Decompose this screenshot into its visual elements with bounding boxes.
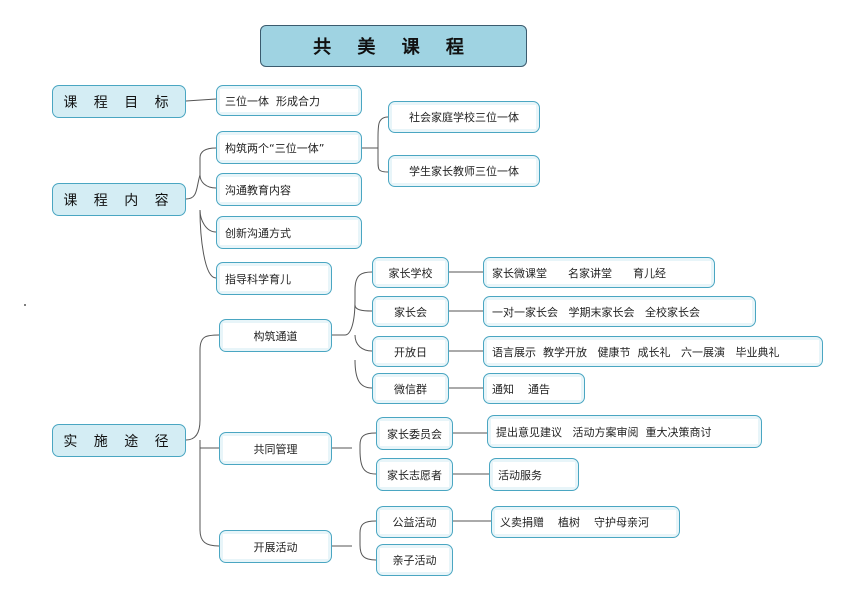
channel-item: 家长会 (372, 296, 449, 327)
content-item: 创新沟通方式 (216, 216, 362, 249)
activity-item: 公益活动 (376, 506, 453, 538)
channel-item-label: 开放日 (376, 340, 445, 363)
channel-detail-text: 家长微课堂 名家讲堂 育儿经 (487, 261, 711, 284)
activity-item-label: 公益活动 (380, 510, 449, 534)
channel-item-label: 家长会 (376, 300, 445, 323)
implementation-management: 共同管理 (219, 432, 332, 465)
channel-detail: 一对一家长会 学期末家长会 全校家长会 (483, 296, 756, 327)
goal-item: 三位一体 形成合力 (216, 85, 362, 116)
goal-item-label: 三位一体 形成合力 (220, 89, 358, 112)
channel-item-label: 微信群 (376, 377, 445, 400)
management-item: 家长委员会 (376, 417, 453, 450)
category-goal: 课 程 目 标 (52, 85, 186, 118)
activity-item: 亲子活动 (376, 544, 453, 576)
content-sub-item: 学生家长教师三位一体 (388, 155, 540, 187)
content-item-label: 沟通教育内容 (220, 177, 358, 202)
content-sub-item-label: 社会家庭学校三位一体 (392, 105, 536, 129)
content-item: 沟通教育内容 (216, 173, 362, 206)
channel-detail-text: 一对一家长会 学期末家长会 全校家长会 (487, 300, 752, 323)
management-detail-text: 活动服务 (493, 462, 575, 487)
channel-detail: 通知 通告 (483, 373, 585, 404)
implementation-channels: 构筑通道 (219, 319, 332, 352)
channel-detail-text: 通知 通告 (487, 377, 581, 400)
management-item: 家长志愿者 (376, 458, 453, 491)
implementation-activities: 开展活动 (219, 530, 332, 563)
category-implementation: 实 施 途 径 (52, 424, 186, 457)
implementation-activities-label: 开展活动 (223, 534, 328, 559)
channel-item: 家长学校 (372, 257, 449, 288)
channel-item-label: 家长学校 (376, 261, 445, 284)
channel-detail: 家长微课堂 名家讲堂 育儿经 (483, 257, 715, 288)
management-detail-text: 提出意见建议 活动方案审阅 重大决策商讨 (491, 419, 758, 444)
channel-detail-text: 语言展示 教学开放 健康节 成长礼 六一展演 毕业典礼 (487, 340, 819, 363)
category-content: 课 程 内 容 (52, 183, 186, 216)
management-detail: 提出意见建议 活动方案审阅 重大决策商讨 (487, 415, 762, 448)
content-item: 指导科学育儿 (216, 262, 332, 295)
channel-item: 开放日 (372, 336, 449, 367)
content-sub-item-label: 学生家长教师三位一体 (392, 159, 536, 183)
content-sub-item: 社会家庭学校三位一体 (388, 101, 540, 133)
content-item-label: 指导科学育儿 (220, 266, 328, 291)
diagram-title: 共 美 课 程 (260, 25, 527, 67)
channel-detail: 语言展示 教学开放 健康节 成长礼 六一展演 毕业典礼 (483, 336, 823, 367)
management-item-label: 家长志愿者 (380, 462, 449, 487)
implementation-management-label: 共同管理 (223, 436, 328, 461)
activity-detail: 义卖捐赠 植树 守护母亲河 (491, 506, 680, 538)
content-item-label: 构筑两个“三位一体” (220, 135, 358, 160)
implementation-channels-label: 构筑通道 (223, 323, 328, 348)
channel-item: 微信群 (372, 373, 449, 404)
management-detail: 活动服务 (489, 458, 579, 491)
activity-item-label: 亲子活动 (380, 548, 449, 572)
content-item-label: 创新沟通方式 (220, 220, 358, 245)
management-item-label: 家长委员会 (380, 421, 449, 446)
stray-dot (24, 304, 26, 306)
content-item: 构筑两个“三位一体” (216, 131, 362, 164)
activity-detail-text: 义卖捐赠 植树 守护母亲河 (495, 510, 676, 534)
